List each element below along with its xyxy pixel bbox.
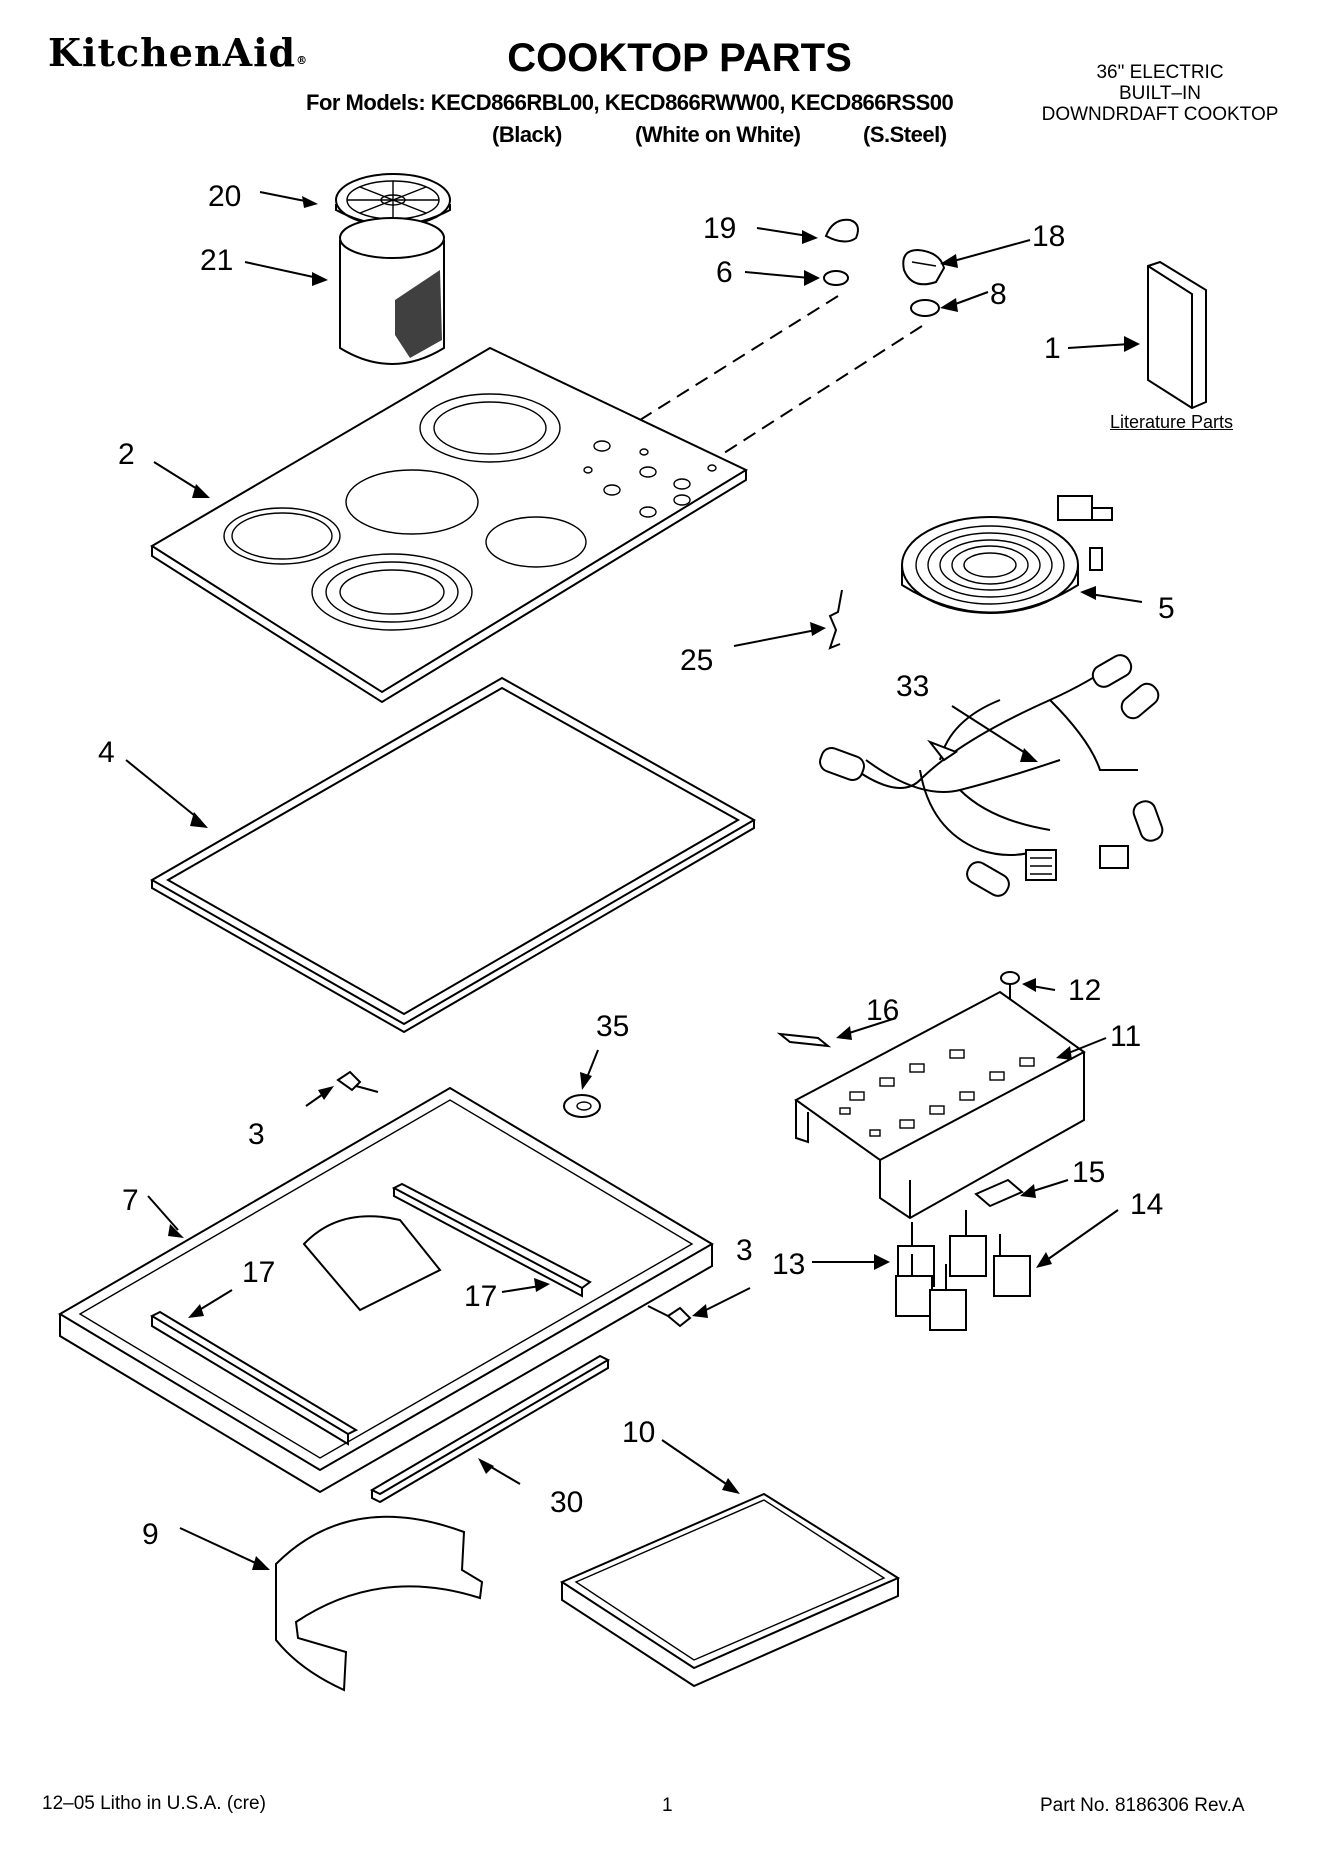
callout-5: 5 [1158,592,1175,625]
callout-20: 20 [208,180,241,213]
callout-6: 6 [716,256,733,289]
callout-33: 33 [896,670,929,703]
callout-19: 19 [703,212,736,245]
brand-name: KitchenAid [48,30,297,75]
part-control-knob [902,248,946,286]
footer-litho: 12–05 Litho in U.S.A. (cre) [42,1793,266,1814]
product-line-1: 36" ELECTRIC [1096,62,1224,83]
callout-35: 35 [596,1010,629,1043]
callout-7: 7 [122,1184,139,1217]
brand-logo: KitchenAid® [48,34,308,72]
part-switch-box [794,990,1086,1220]
finish-black: (Black) [492,122,562,147]
product-description: 36" ELECTRIC BUILT–IN DOWNDRDAFT COOKTOP [1010,62,1310,125]
page-title: COOKTOP PARTS [507,36,852,80]
callout-18: 18 [1032,220,1065,253]
callout-30: 30 [550,1486,583,1519]
callout-1: 1 [1044,332,1061,365]
page-number: 1 [662,1795,673,1816]
callout-14: 14 [1130,1188,1163,1221]
callout-13: 13 [772,1248,805,1281]
callout-17-left: 17 [242,1256,275,1289]
part-label-strip [776,1032,832,1048]
product-line-2: BUILT–IN [1118,83,1201,104]
callout-8: 8 [990,278,1007,311]
part-front-rail [369,1354,611,1504]
callout-2: 2 [118,438,135,471]
part-radiant-element [901,495,1113,614]
product-line-3: DOWNDRDAFT COOKTOP [1041,104,1279,125]
models-line: For Models: KECD866RBL00, KECD866RWW00, … [306,90,954,115]
finish-stainless-steel: (S.Steel) [863,122,947,147]
part-mounting-clip [828,589,843,650]
callout-15: 15 [1072,1156,1105,1189]
part-drip-tray [559,1492,901,1688]
part-glass-cooktop [150,346,749,704]
callout-21: 21 [200,244,233,277]
callout-17-center: 17 [464,1280,497,1313]
part-literature-booklet [1147,260,1207,410]
part-knob-washer [910,299,940,317]
callout-3-left: 3 [248,1118,265,1151]
registered-mark: ® [296,54,309,67]
part-wire-harness [819,654,1164,897]
part-screw-left [336,1070,379,1093]
literature-parts-label: Literature Parts [1110,412,1234,432]
part-cooktop-gasket [149,676,757,1034]
callout-10: 10 [622,1416,655,1449]
part-grommet [563,1094,601,1118]
part-number: Part No. 8186306 Rev.A [1040,1795,1245,1816]
finish-white-on-white: (White on White) [635,122,801,147]
callout-4: 4 [98,736,115,769]
part-washer [823,270,849,286]
part-infinite-switches [895,1210,1031,1331]
part-duct-shroud [275,1515,484,1692]
callout-11: 11 [1110,1020,1141,1053]
callout-numbers: 20 21 19 6 18 8 1 2 4 5 25 33 12 11 16 3… [98,180,1175,1551]
part-cooktop-base [58,1086,714,1494]
part-knob-insert [824,218,859,243]
part-filter-canister [339,217,445,365]
part-screw-right [647,1305,692,1328]
callout-25: 25 [680,644,713,677]
leader-lines [125,191,1143,1570]
callout-9: 9 [142,1518,159,1551]
callout-16: 16 [866,994,899,1027]
part-bracket-plate [974,1178,1024,1208]
callout-3-right: 3 [736,1234,753,1267]
callout-12: 12 [1068,974,1101,1007]
